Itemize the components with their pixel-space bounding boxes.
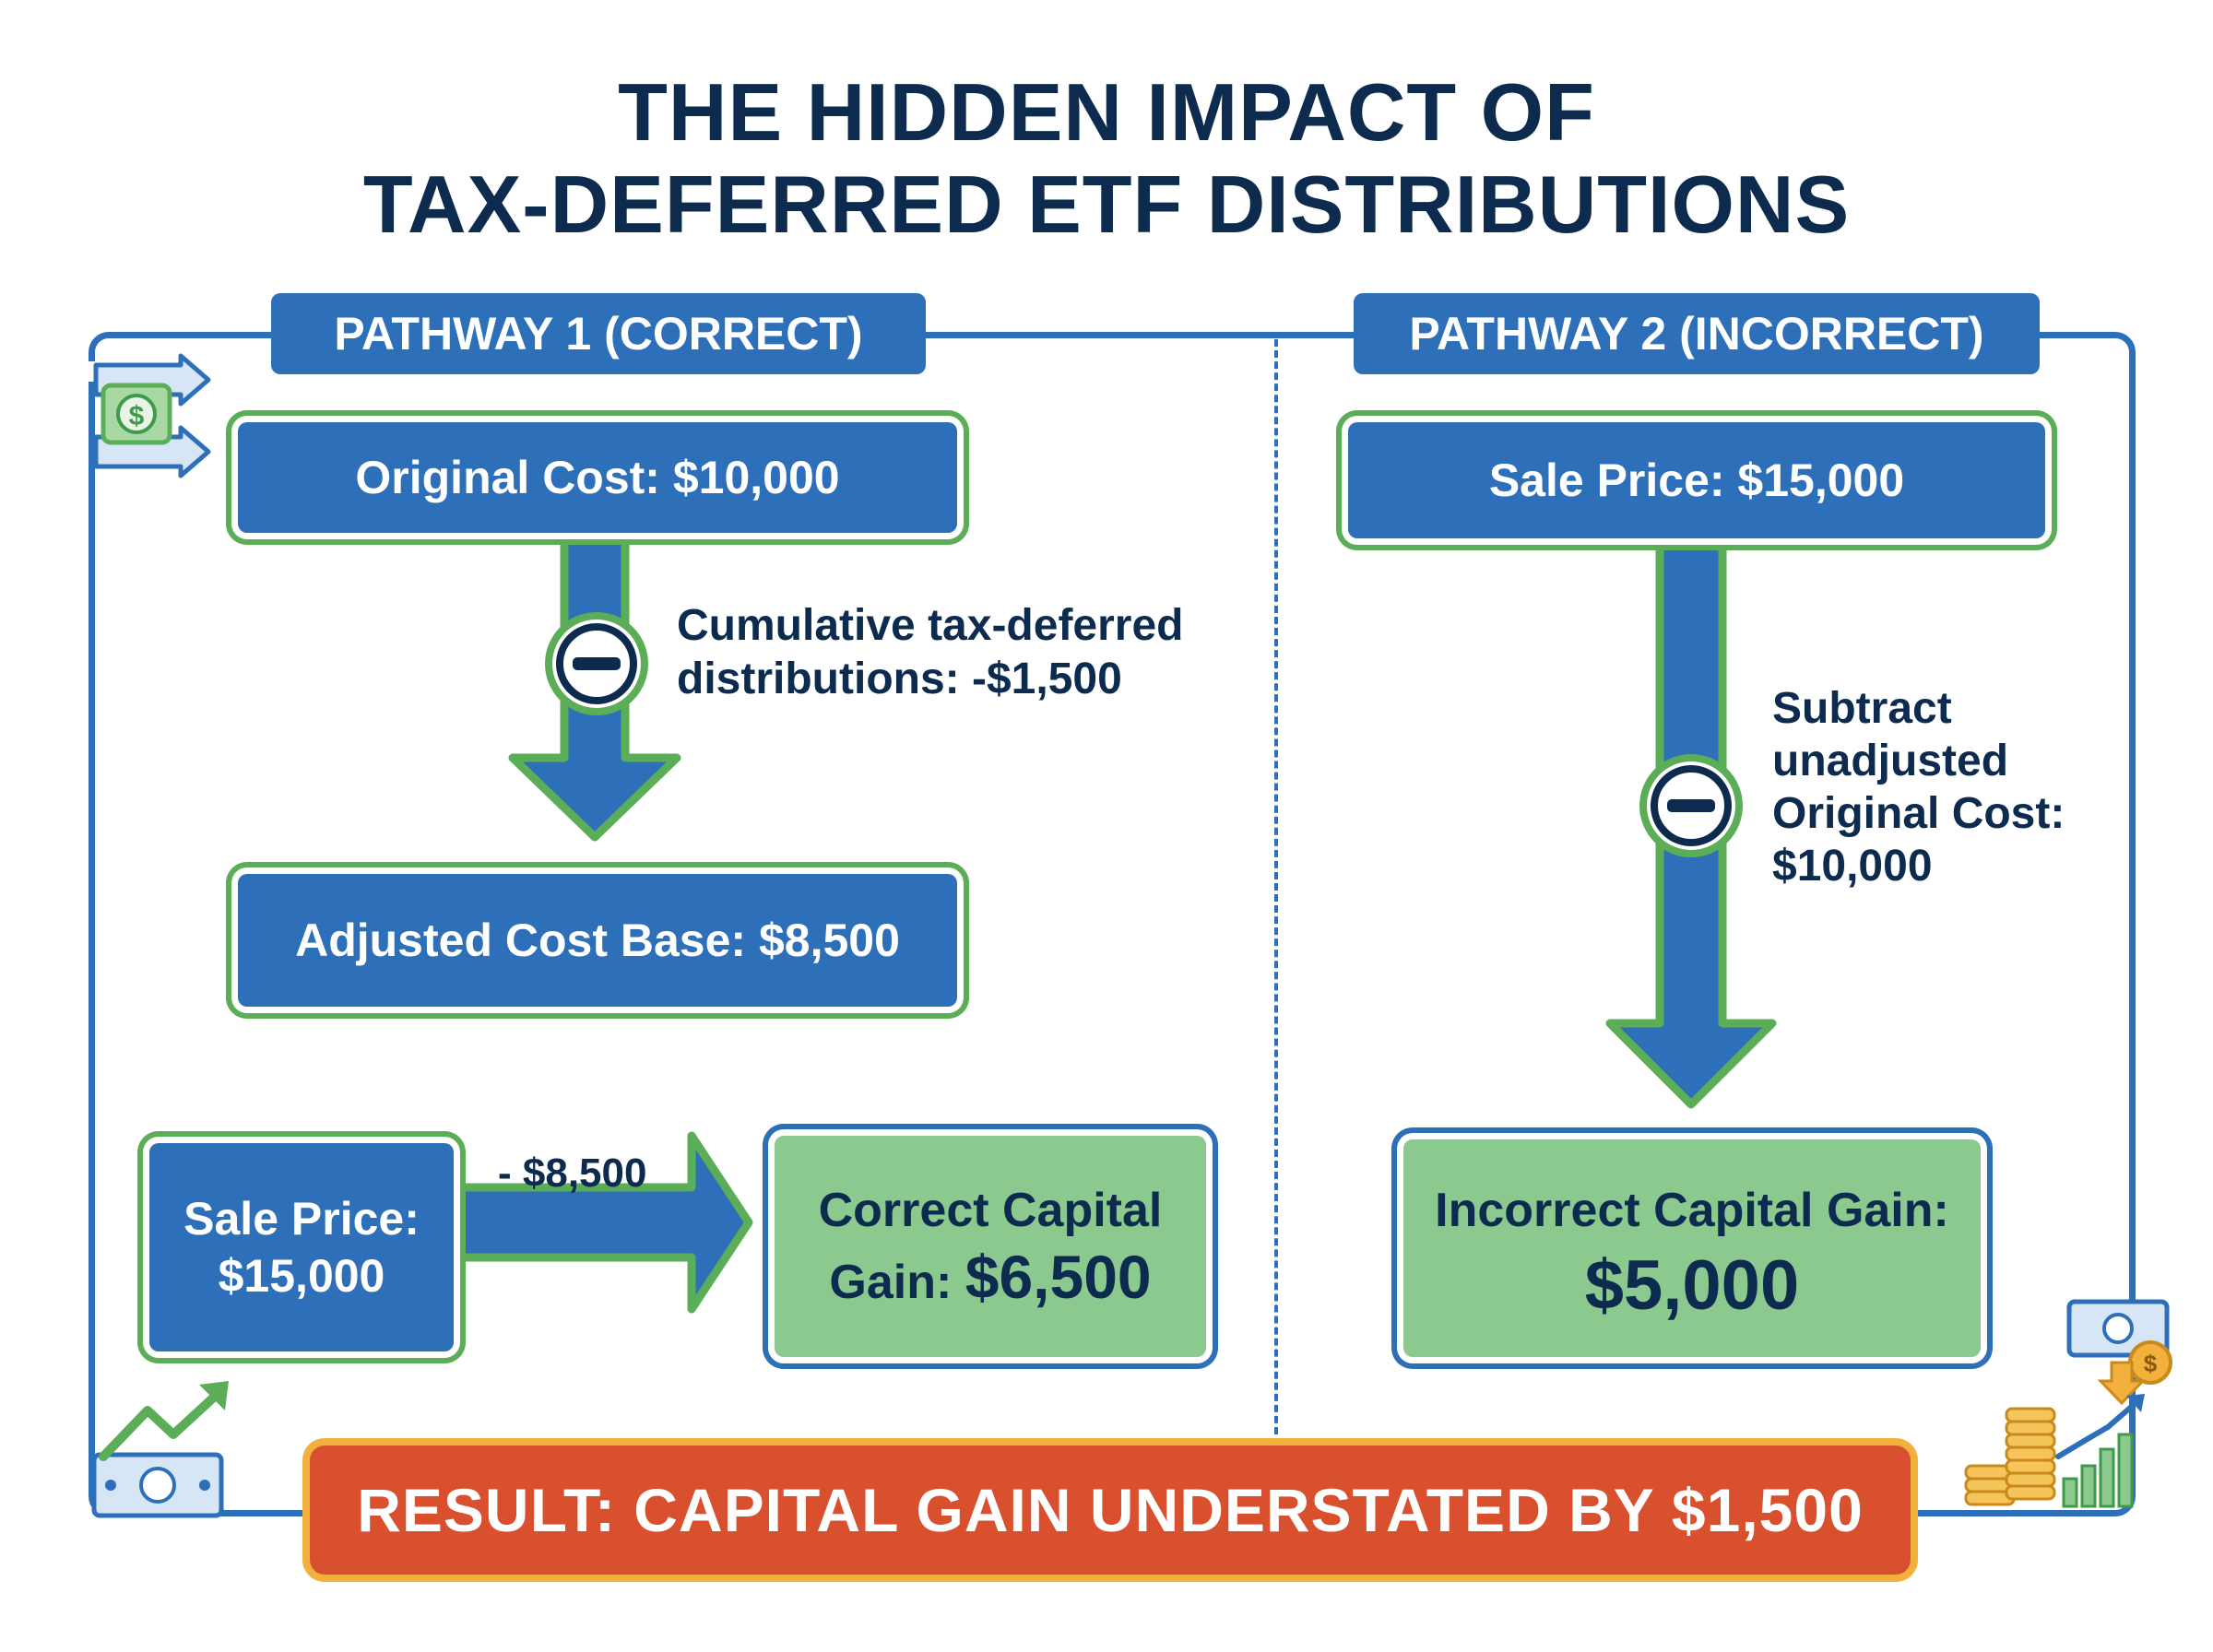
- correct-gain-line2: Gain: $6,500: [829, 1244, 1151, 1316]
- distribution-note-line2: distributions: -$1,500: [677, 655, 1122, 703]
- money-transfer-icon: $: [89, 353, 211, 478]
- pathway1-right-arrow: [445, 1131, 753, 1314]
- unadjusted-note-line4: $10,000: [1772, 842, 1933, 891]
- correct-gain-value: $6,500: [964, 1243, 1152, 1311]
- sale-price-value: $15,000: [218, 1250, 385, 1302]
- cash-exchange-icon: $: [2066, 1299, 2172, 1406]
- distribution-note-line1: Cumulative tax-deferred: [677, 601, 1184, 650]
- unadjusted-note-line1: Subtract: [1772, 684, 1952, 733]
- sale-price-label: Sale Price:: [183, 1193, 420, 1245]
- unadjusted-cost-note: Subtract unadjusted Original Cost: $10,0…: [1772, 682, 2065, 892]
- incorrect-gain-value: $5,000: [1584, 1246, 1800, 1325]
- banknote-growth-icon: [91, 1381, 229, 1518]
- correct-gain-prefix: Gain:: [829, 1256, 965, 1309]
- minus-circle-icon: [545, 612, 648, 715]
- title-line-2: TAX-DEFERRED ETF DISTRIBUTIONS: [362, 159, 1851, 250]
- svg-text:$: $: [2144, 1350, 2158, 1377]
- unadjusted-note-line2: unadjusted: [1772, 737, 2009, 785]
- pathway-divider: [1274, 339, 1278, 1446]
- coins-bar-chart-icon: [1964, 1394, 2145, 1508]
- pathway1-tab: PATHWAY 1 (CORRECT): [271, 293, 926, 374]
- pathway1-sale-price-box: Sale Price: $15,000: [149, 1143, 454, 1351]
- distribution-note: Cumulative tax-deferred distributions: -…: [677, 599, 1184, 706]
- original-cost-box: Original Cost: $10,000: [238, 422, 957, 533]
- adjusted-cost-base-box: Adjusted Cost Base: $8,500: [238, 874, 957, 1007]
- svg-text:$: $: [129, 401, 145, 431]
- title-line-1: THE HIDDEN IMPACT OF: [618, 66, 1595, 158]
- correct-gain-label: Correct Capital: [818, 1184, 1163, 1237]
- correct-capital-gain-box: Correct Capital Gain: $6,500: [775, 1136, 1206, 1357]
- result-banner: RESULT: CAPITAL GAIN UNDERSTATED BY $1,5…: [310, 1446, 1911, 1575]
- incorrect-capital-gain-box: Incorrect Capital Gain: $5,000: [1403, 1139, 1981, 1357]
- unadjusted-note-line3: Original Cost:: [1772, 789, 2065, 838]
- pathway2-tab: PATHWAY 2 (INCORRECT): [1354, 293, 2040, 374]
- minus-circle-icon: [1639, 754, 1743, 857]
- subtract-label: - $8,500: [498, 1150, 647, 1196]
- incorrect-gain-label: Incorrect Capital Gain:: [1435, 1184, 1949, 1237]
- pathway2-sale-price-box: Sale Price: $15,000: [1348, 422, 2045, 538]
